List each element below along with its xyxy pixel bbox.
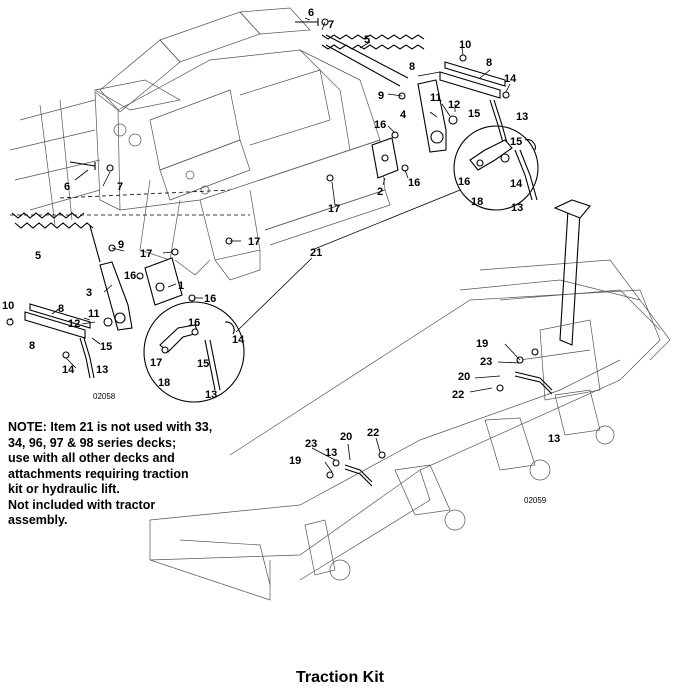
callout-9: 9 [118, 239, 124, 251]
callout-13: 13 [96, 364, 108, 376]
callout-16: 16 [124, 270, 136, 282]
callout-16: 16 [374, 119, 386, 131]
callout-1: 1 [178, 280, 184, 292]
callout-18: 18 [471, 196, 483, 208]
note-line: kit or hydraulic lift. [8, 482, 120, 496]
callout-3: 3 [86, 287, 92, 299]
callout-14: 14 [510, 178, 523, 190]
callout-15: 15 [468, 108, 480, 120]
callout-6: 6 [308, 7, 314, 19]
callout-10: 10 [459, 39, 471, 51]
callout-20: 20 [458, 371, 470, 383]
callout-17: 17 [248, 236, 260, 248]
detail-circle-lower [143, 301, 245, 403]
spring-upper [321, 34, 425, 87]
callout-16: 16 [188, 317, 200, 329]
callout-13: 13 [325, 447, 337, 459]
usage-note: NOTE: Item 21 is not used with 33, 34, 9… [8, 420, 270, 529]
note-line: attachments requiring traction [8, 466, 189, 481]
callout-17: 17 [140, 248, 152, 260]
note-line: NOTE: Item 21 is not used with 33, [8, 420, 213, 434]
callout-labels: 6 7 5 10 8 8 14 9 11 12 4 15 13 16 15 16… [2, 7, 560, 505]
callout-13: 13 [548, 433, 560, 445]
callout-13: 13 [511, 202, 523, 214]
callout-7: 7 [328, 19, 334, 31]
callout-15: 15 [100, 341, 112, 353]
callout-10: 10 [2, 300, 14, 312]
lower-spring-assembly [6, 161, 250, 403]
callout-17: 17 [150, 357, 162, 369]
figure-code-left: 02058 [93, 392, 116, 401]
callout-14: 14 [504, 73, 517, 85]
callout-19: 19 [289, 455, 301, 467]
callout-6: 6 [64, 181, 70, 193]
note-line: assembly. [8, 513, 68, 527]
callout-14: 14 [62, 364, 75, 376]
callout-15: 15 [197, 358, 209, 370]
callout-4: 4 [400, 109, 407, 121]
callout-5: 5 [364, 34, 370, 46]
callout-13: 13 [516, 111, 528, 123]
callout-23: 23 [305, 438, 317, 450]
callout-11: 11 [88, 308, 100, 320]
callout-16: 16 [408, 177, 420, 189]
callout-20: 20 [340, 431, 352, 443]
callout-16: 16 [458, 176, 470, 188]
callout-7: 7 [117, 181, 123, 193]
callout-12: 12 [448, 99, 460, 111]
callout-17: 17 [328, 203, 340, 215]
callout-8: 8 [486, 57, 492, 69]
callout-19: 19 [476, 338, 488, 350]
callout-11: 11 [430, 92, 442, 104]
upper-spring-assembly [295, 18, 539, 211]
callout-8: 8 [58, 303, 64, 315]
callout-22: 22 [452, 389, 464, 401]
callout-23: 23 [480, 356, 492, 368]
page-title: Traction Kit [295, 669, 384, 686]
callout-16: 16 [204, 293, 216, 305]
item-21-leader [235, 189, 461, 333]
deck-hangers [304, 389, 615, 581]
callout-13: 13 [205, 389, 217, 401]
callout-14: 14 [232, 334, 245, 346]
callout-12: 12 [68, 318, 80, 330]
callout-5: 5 [35, 250, 41, 262]
note-line: use with all other decks and [8, 451, 175, 465]
callout-22: 22 [367, 427, 379, 439]
note-line: 34, 96, 97 & 98 series decks; [8, 435, 177, 450]
callout-leaders [9, 17, 521, 473]
callout-21: 21 [310, 247, 322, 259]
callout-15: 15 [510, 136, 522, 148]
mower-deck [149, 199, 671, 601]
figure-code-right: 02059 [524, 496, 547, 505]
note-line: Not included with tractor [8, 497, 156, 512]
callout-8: 8 [409, 61, 415, 73]
callout-9: 9 [378, 90, 384, 102]
callout-18: 18 [158, 377, 170, 389]
callout-2: 2 [377, 186, 383, 198]
callout-8: 8 [29, 340, 35, 352]
detail-circle-upper [453, 125, 539, 211]
